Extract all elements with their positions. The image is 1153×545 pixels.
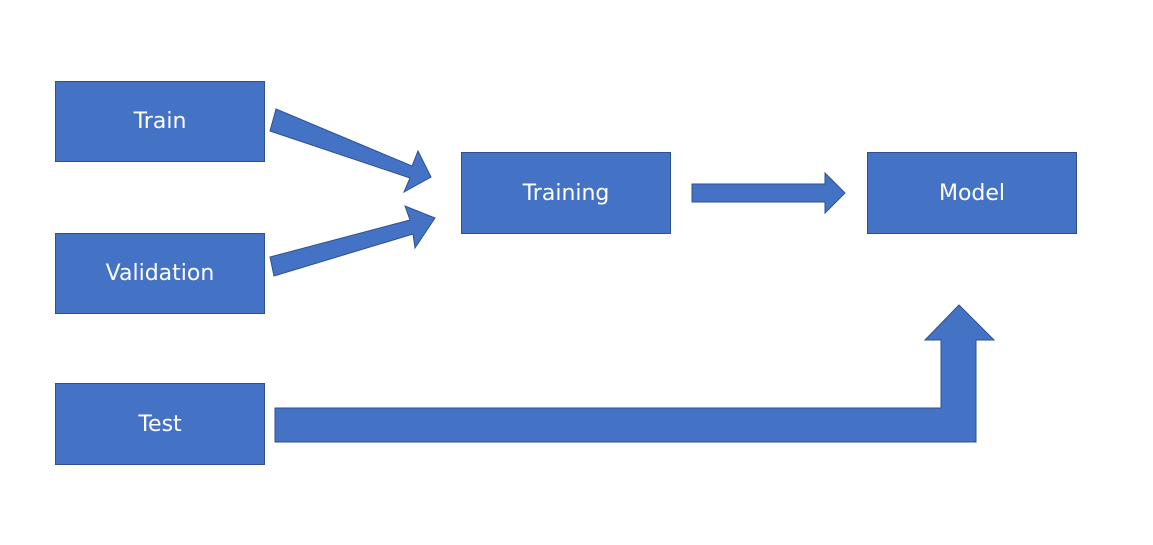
arrow-validation-to-training bbox=[269, 205, 436, 277]
node-train: Train bbox=[55, 81, 265, 162]
node-test: Test bbox=[55, 383, 265, 465]
arrow-train-to-training bbox=[269, 108, 432, 194]
node-validation: Validation bbox=[55, 233, 265, 314]
arrow-training-to-model bbox=[691, 171, 846, 215]
arrow-test-to-model bbox=[274, 304, 996, 443]
node-training: Training bbox=[461, 152, 671, 234]
node-model: Model bbox=[867, 152, 1077, 234]
